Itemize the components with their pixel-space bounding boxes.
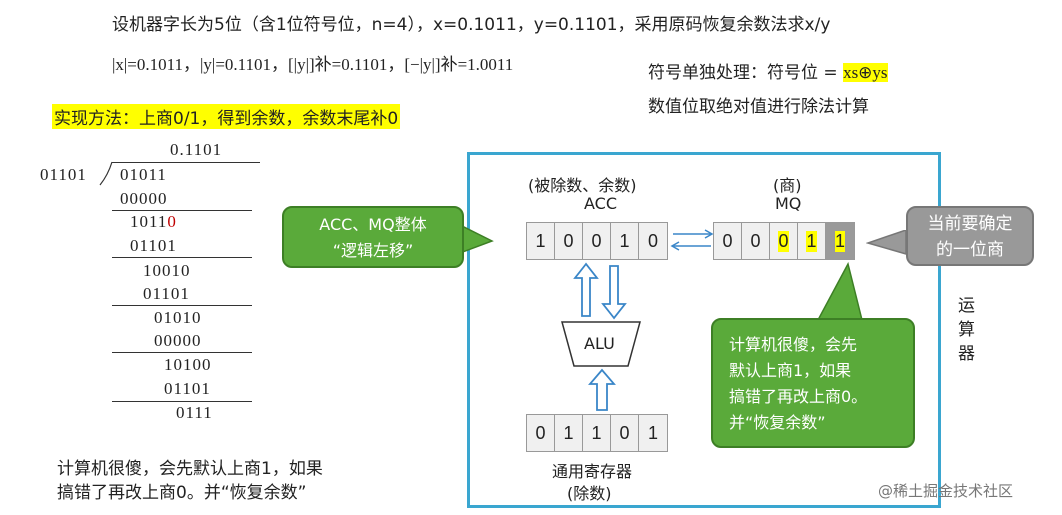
rule-line — [112, 305, 252, 306]
mq-register: 0 0 0 1 1 — [713, 222, 855, 260]
gr-sublabel: (除数) — [567, 484, 612, 503]
division-bar — [112, 162, 260, 163]
remainder-row: 10010 — [143, 261, 191, 280]
current-quotient-callout: 当前要确定 的一位商 — [906, 206, 1034, 266]
subtract-row: 00000 — [120, 189, 168, 208]
footnote-line1: 计算机很傻，会先默认上商1，如果 — [57, 459, 323, 479]
absolute-values: |x|=0.1011，|y|=0.1101，[|y|]补=0.1101，[−|y… — [112, 55, 514, 74]
dividend-row: 01011 — [120, 165, 167, 184]
alu-shape — [561, 321, 641, 367]
gr-alu-arrow — [588, 368, 616, 411]
general-register: 0 1 1 0 1 — [526, 414, 668, 452]
footnote-line2: 搞错了再改上商0。并“恢复余数” — [57, 483, 307, 503]
rule-line — [112, 401, 252, 402]
acc-bit: 0 — [555, 223, 583, 259]
acc-bit: 0 — [647, 230, 658, 251]
acc-register: 1 0 0 1 0 — [526, 222, 668, 260]
acc-mq-link-arrows — [670, 229, 714, 251]
shift-callout: ACC、MQ整体 “逻辑左移” — [282, 206, 464, 268]
gr-bit: 1 — [583, 415, 611, 451]
quotient: 0.1101 — [170, 140, 223, 159]
sign-note-prefix: 符号单独处理：符号位 = — [648, 63, 844, 83]
alu-label: ALU — [584, 334, 615, 353]
mq-bit: 0 — [770, 223, 798, 259]
rule-line — [112, 257, 252, 258]
subtract-row: 01101 — [143, 284, 190, 303]
gr-bit: 0 — [611, 415, 639, 451]
problem-statement: 设机器字长为5位（含1位符号位，n=4），x=0.1011，y=0.1101，采… — [112, 15, 831, 35]
computer-callout: 计算机很傻，会先 默认上商1，如果 搞错了再改上商0。 并“恢复余数” — [711, 318, 915, 448]
operator-frame — [467, 152, 941, 508]
subtract-row: 01101 — [164, 379, 211, 398]
mq-label: MQ — [775, 194, 802, 213]
operator-label: 运 算 器 — [958, 296, 975, 364]
appended-zero: 0 — [167, 212, 177, 231]
mq-bit: 1 — [798, 223, 826, 259]
acc-bit: 1 — [527, 223, 555, 259]
computer-callout-tail — [816, 262, 863, 321]
gr-label: 通用寄存器 — [552, 462, 633, 481]
acc-bit: 0 — [583, 223, 611, 259]
rule-line — [112, 210, 252, 211]
subtract-row: 00000 — [154, 331, 202, 350]
gr-bit: 1 — [555, 415, 583, 451]
acc-alu-arrows — [573, 262, 627, 320]
divisor: 01101 — [40, 165, 87, 184]
remainder-row: 10100 — [164, 355, 212, 374]
magnitude-note: 数值位取绝对值进行除法计算 — [648, 97, 869, 117]
mq-caption: (商) — [773, 176, 802, 195]
acc-label: ACC — [584, 194, 618, 213]
gr-bit: 0 — [527, 415, 555, 451]
current-callout-tail — [866, 230, 907, 255]
mq-bit: 0 — [742, 223, 770, 259]
rule-line — [112, 352, 252, 353]
gr-bit: 1 — [647, 422, 658, 443]
acc-caption: (被除数、余数) — [528, 176, 637, 195]
mq-bit: 0 — [714, 223, 742, 259]
method-note: 实现方法：上商0/1，得到余数，余数末尾补0 — [52, 104, 401, 129]
watermark: @稀土掘金技术社区 — [878, 482, 1014, 500]
sign-formula: xs⊕ys — [843, 63, 888, 82]
division-bracket — [99, 161, 113, 186]
final-remainder-row: 0111 — [176, 403, 213, 422]
sign-note: 符号单独处理：符号位 = xs⊕ys — [648, 58, 888, 83]
acc-bit: 1 — [611, 223, 639, 259]
subtract-row: 01101 — [130, 236, 177, 255]
remainder-row: 01010 — [154, 308, 202, 327]
remainder-row: 10110 — [130, 212, 177, 231]
shift-callout-tail — [460, 225, 494, 254]
mq-current-bit: 1 — [826, 223, 854, 259]
